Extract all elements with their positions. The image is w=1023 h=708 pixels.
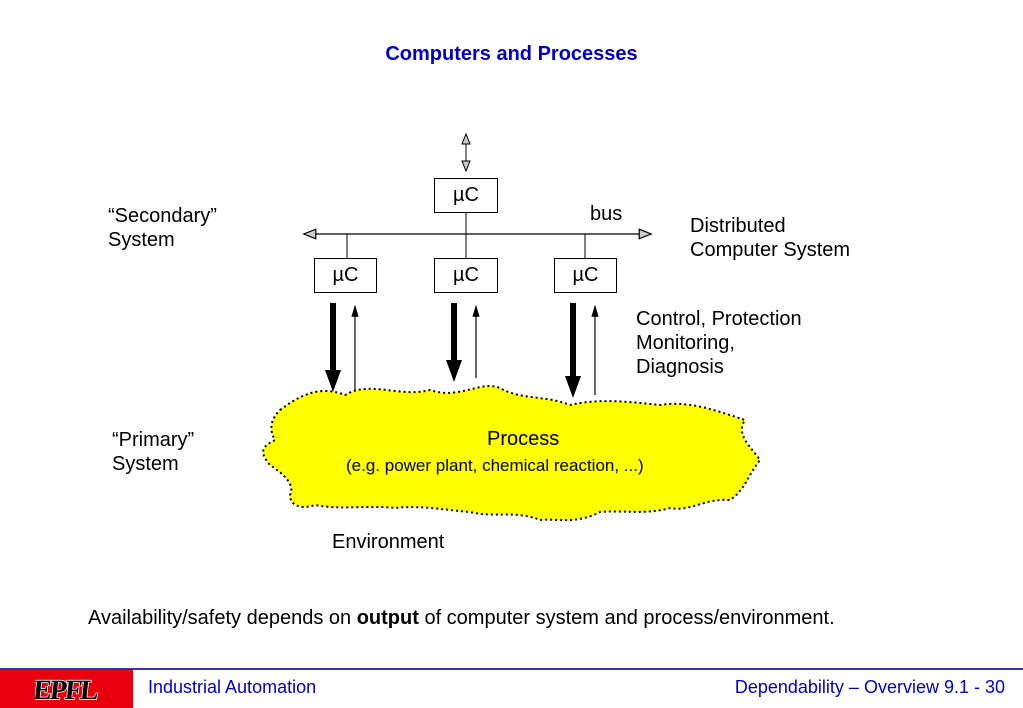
page-title: Computers and Processes bbox=[385, 43, 638, 65]
epfl-logo-mark: EPFL bbox=[35, 674, 99, 706]
statement-after: of computer system and process/environme… bbox=[418, 607, 835, 629]
svg-text:EPFL: EPFL bbox=[35, 675, 99, 706]
microcontroller-2: µC bbox=[434, 258, 498, 293]
secondary-line-2: System bbox=[108, 229, 175, 251]
footer-divider bbox=[0, 668, 1023, 670]
statement-before: Availability/safety depends on bbox=[88, 607, 357, 629]
process-subtitle: (e.g. power plant, chemical reaction, ..… bbox=[346, 456, 644, 475]
distributed-system-label: Distributed Computer System bbox=[690, 214, 850, 262]
microcontroller-1: µC bbox=[314, 258, 377, 293]
control-line-3: Diagnosis bbox=[636, 356, 724, 378]
bus-label: bus bbox=[590, 203, 623, 225]
microcontroller-3: µC bbox=[554, 258, 617, 293]
footer-slide-info: Dependability – Overview 9.1 - 30 bbox=[734, 677, 1005, 697]
footer-course-title: Industrial Automation bbox=[148, 677, 317, 697]
control-line-1: Control, Protection bbox=[636, 308, 802, 330]
output-arrows bbox=[325, 303, 581, 398]
primary-line-2: System bbox=[112, 453, 179, 475]
control-functions-label: Control, Protection Monitoring, Diagnosi… bbox=[636, 307, 802, 379]
process-diagram bbox=[262, 132, 762, 522]
distributed-line-2: Computer System bbox=[690, 239, 851, 261]
primary-line-1: “Primary” bbox=[112, 429, 195, 451]
secondary-line-1: “Secondary” bbox=[108, 205, 217, 227]
distributed-line-1: Distributed bbox=[690, 215, 786, 237]
process-cloud bbox=[262, 385, 762, 522]
process-title: Process bbox=[487, 428, 560, 450]
availability-statement: Availability/safety depends on output of… bbox=[88, 607, 835, 630]
primary-system-label: “Primary” System bbox=[112, 428, 194, 476]
statement-bold: output bbox=[356, 607, 419, 629]
environment-label: Environment bbox=[332, 531, 445, 553]
top-microcontroller: µC bbox=[434, 178, 498, 213]
control-line-2: Monitoring, bbox=[636, 332, 735, 354]
epfl-logo: EPFL bbox=[0, 670, 133, 708]
secondary-system-label: “Secondary” System bbox=[108, 204, 217, 252]
input-arrows bbox=[351, 304, 599, 395]
